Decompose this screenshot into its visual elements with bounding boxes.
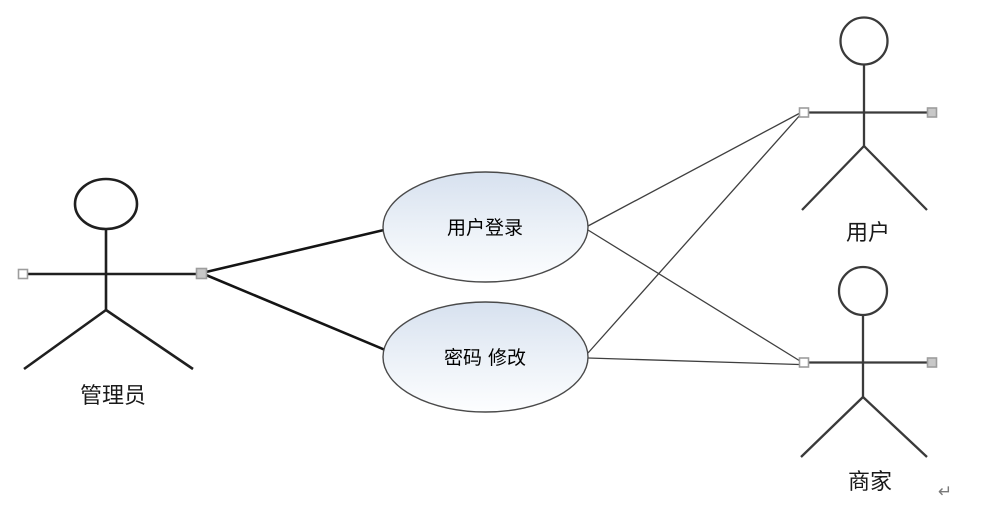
actor-merchant-leg-left [800, 396, 864, 458]
actor-merchant-leg-right [862, 396, 928, 458]
actor-admin-leg-left [23, 308, 107, 371]
actor-merchant-head [837, 265, 889, 317]
association-login-user[interactable] [587, 111, 802, 227]
actor-admin-head [73, 177, 139, 231]
actor-user-handle-left[interactable] [798, 107, 810, 118]
usecase-password[interactable]: 密码 修改 [382, 301, 589, 413]
actor-user-handle-right[interactable] [926, 107, 938, 118]
actor-admin[interactable]: 管理员 [17, 177, 208, 409]
actor-user-head [839, 16, 889, 66]
actor-admin-handle-left[interactable] [17, 268, 29, 280]
association-login-merchant[interactable] [587, 229, 801, 362]
actor-user-leg-right [863, 145, 928, 211]
usecase-login[interactable]: 用户登录 [382, 171, 589, 283]
associations [205, 111, 802, 366]
association-admin-login[interactable] [205, 227, 389, 274]
actor-merchant-label: 商家 [848, 470, 892, 495]
usecase-password-label: 密码 修改 [444, 347, 526, 369]
actor-admin-handle-right[interactable] [195, 267, 208, 280]
association-admin-password[interactable] [205, 273, 391, 354]
actor-merchant[interactable]: 商家 [798, 265, 938, 495]
actor-admin-leg-right [105, 308, 194, 371]
usecase-password-ellipse [382, 301, 589, 413]
actor-user[interactable]: 用户 [798, 16, 938, 247]
actor-admin-label: 管理员 [80, 384, 146, 409]
paragraph-return-mark: ↵ [938, 482, 952, 502]
actor-user-leg-left [801, 145, 865, 211]
actor-user-label: 用户 [846, 221, 890, 246]
actor-merchant-handle-left[interactable] [798, 357, 810, 368]
usecase-login-ellipse [382, 171, 589, 283]
actor-merchant-handle-right[interactable] [926, 357, 938, 368]
usecase-login-label: 用户登录 [447, 217, 523, 239]
association-password-merchant[interactable] [587, 357, 800, 366]
association-password-user[interactable] [587, 113, 802, 354]
